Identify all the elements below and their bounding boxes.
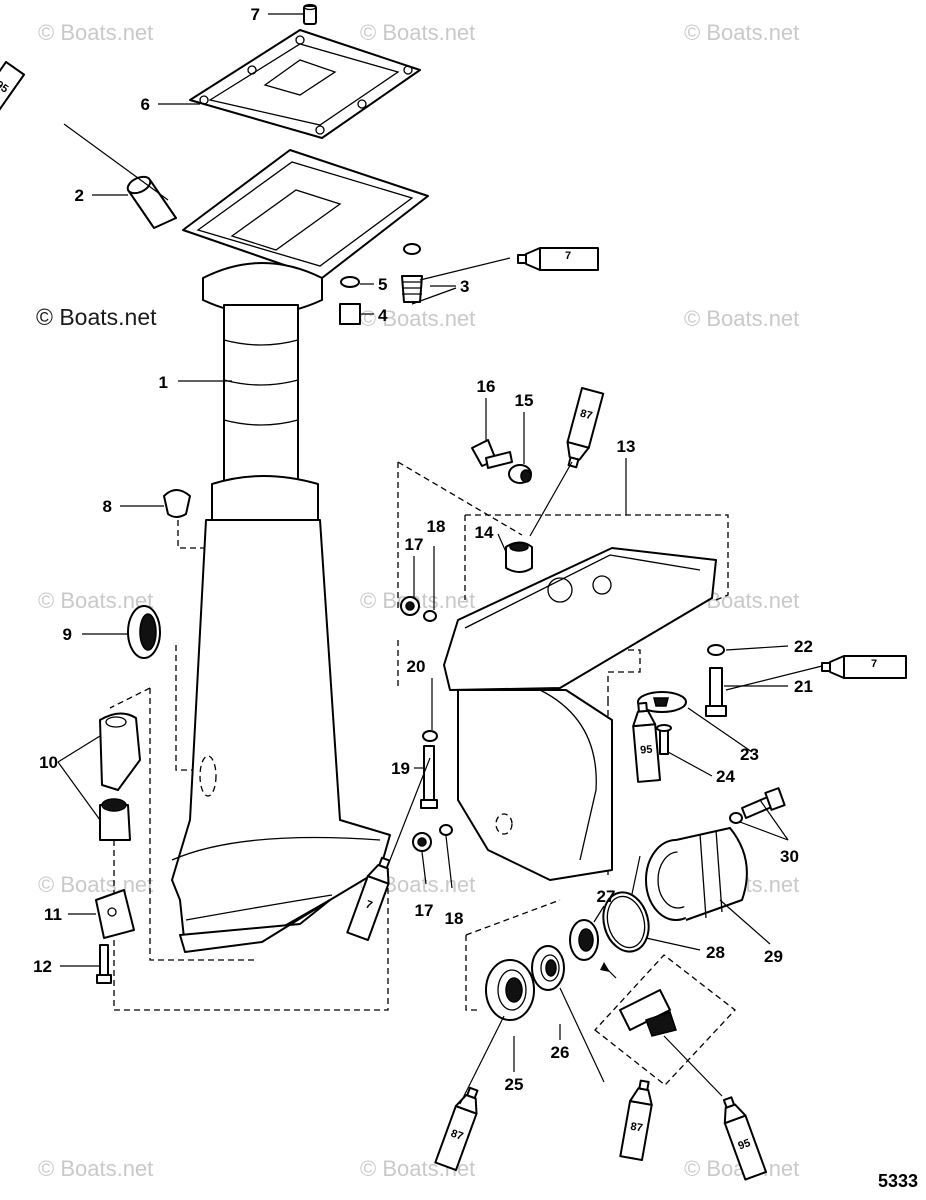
callout-2: 2 — [75, 186, 84, 205]
bushing-part-14 — [505, 541, 533, 573]
callout-20: 20 — [407, 657, 426, 676]
shift-coupler-part-10 — [99, 712, 141, 841]
callout-10: 10 — [39, 753, 58, 772]
bearing-part-26 — [531, 945, 565, 991]
callout-leader-lines — [57, 13, 789, 1072]
washer-part-22 — [707, 644, 725, 656]
screw-part-12 — [96, 944, 112, 984]
gear-housing-part-13 — [443, 547, 717, 881]
watermark-text: © Boats.net — [38, 588, 154, 613]
callout-15: 15 — [515, 391, 534, 410]
callout-21: 21 — [794, 677, 813, 696]
watermark-text: © Boats.net — [38, 20, 154, 45]
watermark-text: © Boats.net — [684, 20, 800, 45]
gasket-part-6 — [189, 29, 421, 139]
callout-29: 29 — [764, 947, 783, 966]
bracket-part-11 — [95, 889, 135, 939]
tube-label: 95 — [737, 1137, 753, 1152]
anode-part-23 — [637, 691, 687, 713]
watermark-text: © Boats.net — [38, 1156, 154, 1181]
fastener-set-parts-3-4-5 — [339, 243, 423, 325]
tube-label: 7 — [364, 899, 374, 912]
screw-part-24 — [656, 724, 672, 755]
sealant-tube-icon: 87 — [434, 1086, 479, 1171]
callout-28: 28 — [706, 943, 725, 962]
sealant-tube-icon: 95 — [0, 61, 26, 119]
callout-18: 18 — [427, 517, 446, 536]
sealing-washer-part-18 — [423, 610, 453, 836]
callout-3: 3 — [460, 277, 469, 296]
callout-26: 26 — [551, 1043, 570, 1062]
tube-label: 7 — [565, 250, 571, 262]
callout-7: 7 — [251, 5, 260, 24]
callout-30: 30 — [780, 847, 799, 866]
tube-leader-lines — [63, 123, 823, 1105]
callout-13: 13 — [617, 437, 636, 456]
callout-12: 12 — [33, 957, 52, 976]
callout-numbers: 1 2 3 4 5 6 7 8 9 10 11 12 13 14 15 16 1… — [33, 5, 813, 1094]
washer-part-20 — [422, 730, 438, 742]
callout-18-secondary: 18 — [445, 909, 464, 928]
callout-11: 11 — [44, 905, 62, 924]
callout-17-secondary: 17 — [415, 901, 434, 920]
watermark-text: © Boats.net — [360, 306, 476, 331]
watermark-text: © Boats.net — [360, 20, 476, 45]
assembly-arrow — [600, 962, 617, 979]
diagram-id: 5333 — [877, 1171, 918, 1191]
o-ring-part-28 — [602, 891, 650, 953]
tube-label: 87 — [449, 1127, 465, 1142]
callout-23: 23 — [740, 745, 759, 764]
watermark-text-prominent: © Boats.net — [36, 304, 157, 330]
callout-16: 16 — [477, 377, 496, 396]
callout-4: 4 — [378, 306, 388, 325]
shaft-components — [619, 989, 677, 1037]
tube-label: 87 — [579, 408, 594, 423]
bolt-part-16 — [471, 439, 513, 469]
callout-24: 24 — [716, 767, 735, 786]
sleeve-part-2 — [126, 175, 177, 229]
callout-9: 9 — [63, 625, 72, 644]
callout-25: 25 — [505, 1075, 524, 1094]
drain-plug-part-17 — [400, 596, 432, 852]
callout-8: 8 — [103, 497, 112, 516]
sealant-tube-icon: 7 — [346, 856, 391, 941]
driveshaft-housing-part-1 — [171, 149, 429, 953]
watermark-text: © Boats.net — [38, 872, 154, 897]
callout-14: 14 — [475, 523, 494, 542]
tube-label: 7 — [871, 658, 877, 670]
bearing-part-25 — [485, 959, 535, 1021]
callout-1: 1 — [159, 373, 168, 392]
seal-part-9 — [127, 605, 161, 659]
tube-label: 95 — [640, 744, 653, 757]
nut-part-15 — [508, 464, 532, 484]
callout-5: 5 — [378, 275, 387, 294]
tube-label: 87 — [629, 1121, 643, 1135]
sealant-tube-icon: 7 — [821, 655, 907, 679]
callout-27: 27 — [597, 887, 616, 906]
grommet-part-8 — [163, 489, 191, 518]
stud-part-19 — [420, 745, 438, 809]
callout-6: 6 — [141, 95, 150, 114]
bearing-carrier-part-29 — [645, 827, 748, 921]
bolt-part-21 — [705, 667, 727, 717]
callout-19: 19 — [391, 759, 410, 778]
bearing-part-27 — [569, 919, 599, 961]
dowel-pin-part-7 — [303, 3, 317, 25]
sealant-tube-icon: 95 — [632, 701, 661, 783]
sealant-tube-icon: 7 — [517, 247, 599, 271]
sealant-tube-icon: 87 — [566, 387, 605, 469]
sealant-tube-icon: 87 — [619, 1079, 653, 1161]
fastener-set-part-30 — [729, 787, 786, 824]
callout-22: 22 — [794, 637, 813, 656]
sealant-tube-icon: 95 — [722, 1096, 767, 1181]
tube-label: 95 — [0, 79, 10, 96]
watermark-text: © Boats.net — [684, 306, 800, 331]
callout-17: 17 — [405, 535, 424, 554]
